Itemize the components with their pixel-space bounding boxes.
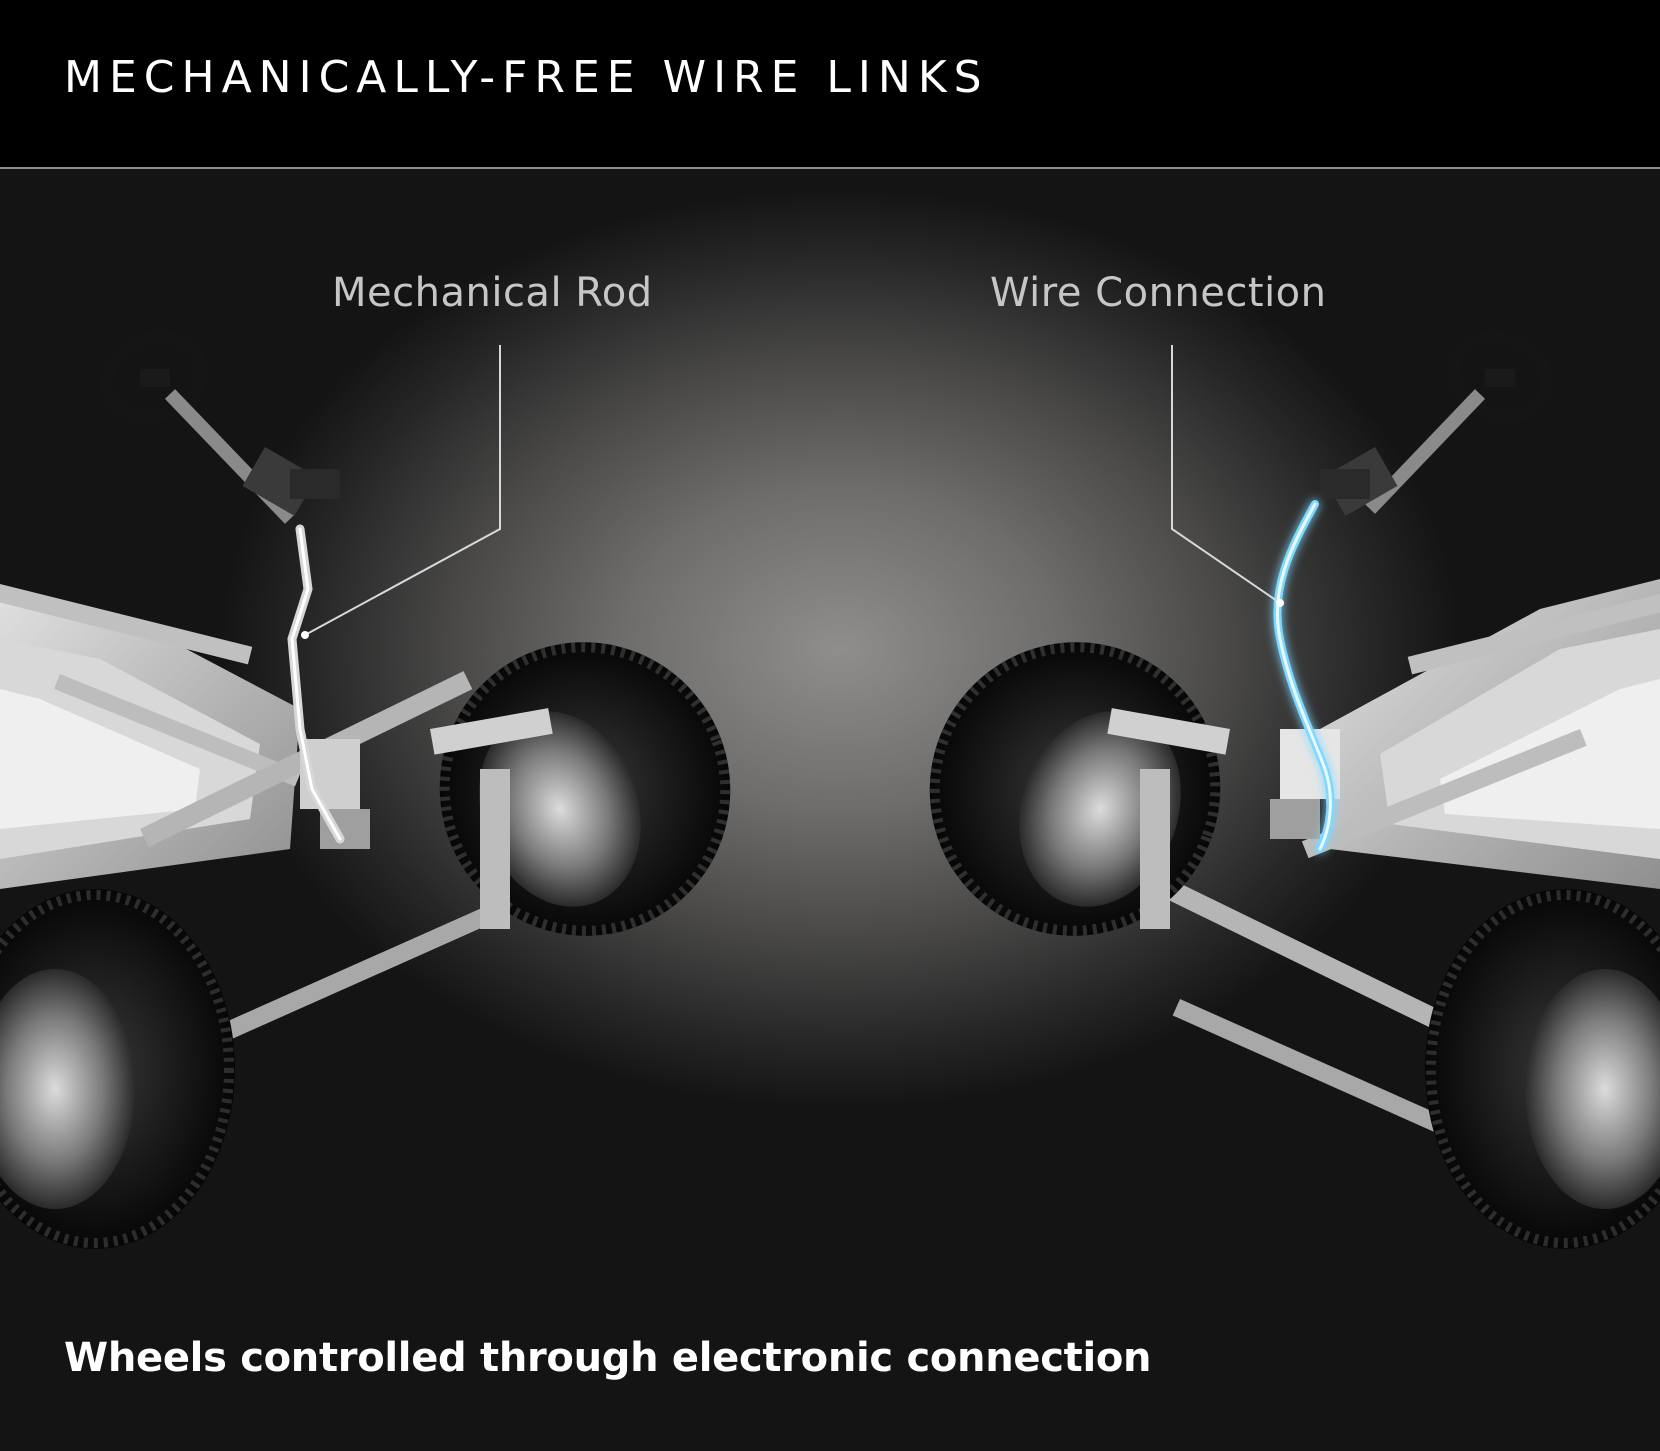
right-steering-wheel — [1446, 330, 1554, 424]
mechanical-rod-highlight — [290, 527, 342, 841]
left-steering-wheel — [100, 330, 208, 424]
right-chassis — [1121, 579, 1660, 1138]
left-front-wheel — [430, 642, 731, 936]
chassis-comparison-scene: Mechanical Rod Wire Connection — [0, 169, 1660, 1451]
mechanical-rod-leader-line — [304, 345, 501, 636]
wire-connection-leader-line — [1171, 345, 1281, 604]
mechanical-rod-leader-dot — [301, 631, 309, 639]
left-rear-wheel — [0, 889, 235, 1249]
left-steering-column — [164, 389, 340, 524]
chassis-illustration — [0, 330, 1660, 1249]
wire-connection-label: Wire Connection — [990, 270, 1327, 316]
right-steering-column — [1320, 389, 1486, 516]
header-band: MECHANICALLY-FREE WIRE LINKS — [0, 0, 1660, 168]
page-title: MECHANICALLY-FREE WIRE LINKS — [64, 52, 989, 103]
mechanical-rod-label: Mechanical Rod — [332, 270, 653, 316]
right-rear-wheel — [1425, 889, 1660, 1249]
wire-connection-core — [1275, 502, 1332, 851]
left-chassis — [0, 584, 492, 1046]
right-front-wheel — [929, 642, 1230, 936]
caption: Wheels controlled through electronic con… — [64, 1335, 1152, 1381]
header-divider — [0, 167, 1660, 169]
wire-connection-leader-dot — [1276, 599, 1284, 607]
